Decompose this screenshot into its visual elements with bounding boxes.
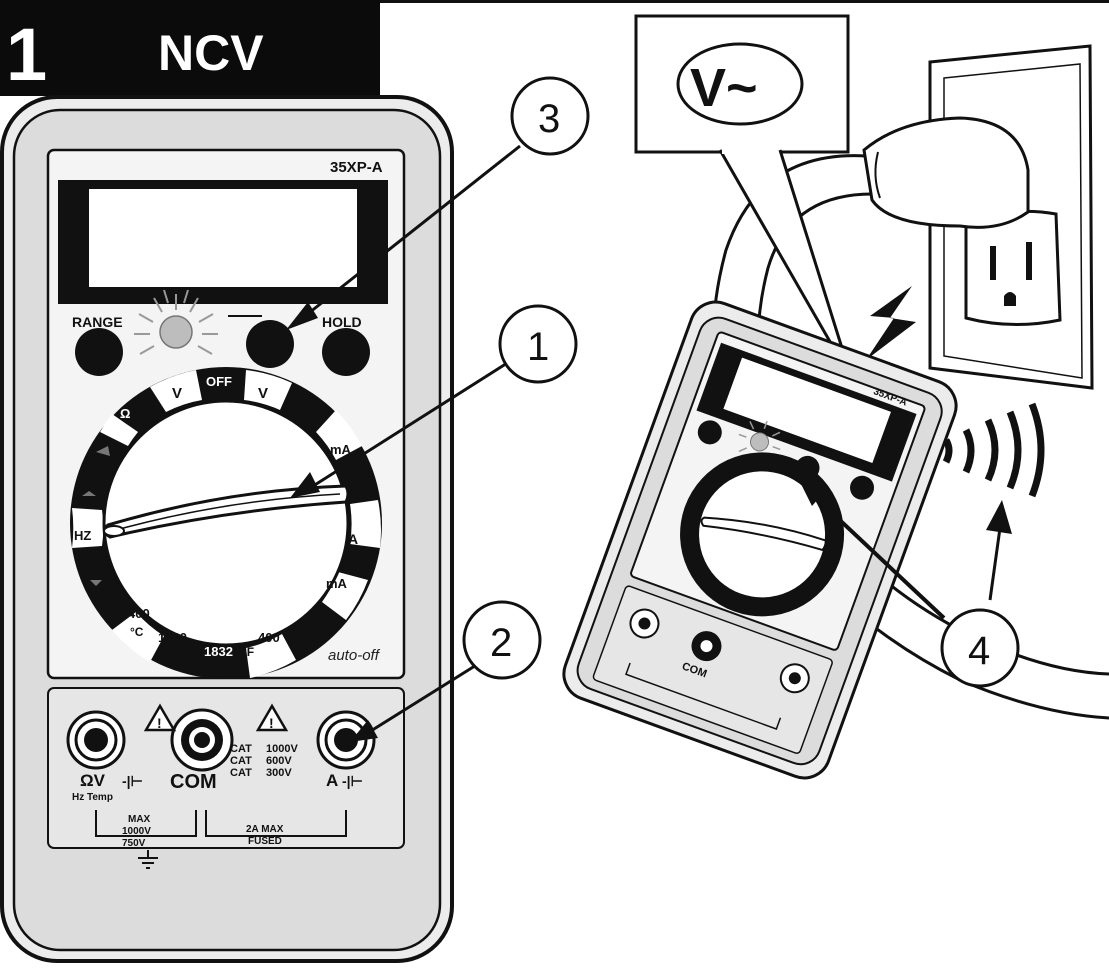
dial-a-dc: A [348, 485, 358, 501]
cat-value-1: 1000V [266, 743, 298, 755]
dial-temp-c-unit: °C [130, 625, 144, 639]
callout-2: 2 [462, 600, 542, 680]
callout-2-label: 2 [490, 621, 512, 665]
small-dial-pointer [700, 516, 827, 552]
callout-1: 1 [498, 304, 578, 384]
jack-voltage-sublabel: Hz Temp [72, 792, 113, 803]
lcd-screen [87, 187, 359, 289]
bracket-right [205, 810, 347, 837]
dial-temp-f-unit: °F [242, 645, 254, 659]
up-arrow-icon [986, 500, 1012, 601]
dial-ma-ac: mA [326, 576, 348, 591]
max-line-1: MAX [128, 814, 151, 825]
callout-arrows [286, 144, 946, 742]
ncv-led [159, 315, 193, 349]
callout-4-label: 4 [968, 629, 990, 673]
hold-label: HOLD [322, 314, 362, 330]
dial-pointer-tip [103, 525, 125, 537]
voltage-ac-icon [676, 42, 804, 126]
max-line-3: 750V [122, 838, 146, 849]
max-line-2: 1000V [122, 826, 151, 837]
dial-off: OFF [206, 374, 232, 389]
jack-amps[interactable] [316, 710, 376, 770]
speech-bubble: V~ [634, 14, 854, 382]
lightning-icon [866, 286, 916, 360]
svg-text:!: ! [157, 715, 162, 731]
dial-temp-c-1000: 1000 [158, 630, 187, 645]
jack-com-label: COM [170, 771, 217, 793]
led-glow-rays [134, 289, 218, 355]
step-number: 1 [6, 13, 47, 96]
top-rule [0, 0, 1109, 3]
multimeter-large: 35XP-A RANGE HOLD [0, 95, 454, 963]
small-hold-button [850, 475, 875, 500]
warning-icon: ! [143, 703, 177, 732]
cat-line-1: CAT [230, 743, 252, 755]
capacitor-icon-amps: -|⊢ [342, 773, 363, 789]
dial-symbol-marks [82, 446, 110, 586]
cat-value-2: 600V [266, 755, 292, 767]
svg-text:!: ! [269, 715, 274, 731]
dial-white-segments [72, 370, 381, 678]
hold-button[interactable] [322, 328, 370, 376]
dial-a-ac-low: A [312, 613, 322, 629]
dial-ma-dc: mA [330, 442, 352, 457]
ncv-button[interactable] [246, 320, 294, 368]
callout-3: 3 [510, 76, 590, 156]
fused-line-2: FUSED [248, 836, 282, 847]
dial-temp-c-400: 400 [128, 606, 150, 621]
header-bar [0, 0, 380, 96]
auto-off-label: auto-off [328, 647, 381, 664]
speech-bubble-text: V~ [690, 58, 758, 118]
dial-temp-f-1832: 1832 [204, 644, 233, 659]
small-lcd-screen [721, 355, 893, 465]
multimeter-small: 35XP-A COM [562, 300, 958, 780]
callout-3-label: 3 [538, 97, 560, 141]
jack-voltage[interactable] [66, 710, 126, 770]
capacitor-icon: -|⊢ [122, 773, 143, 789]
cat-line-3: CAT [230, 767, 252, 779]
jack-voltage-label: ΩV [80, 771, 106, 790]
small-range-button [697, 420, 722, 445]
warning-icon-cat: ! [255, 703, 289, 732]
ncv-signal-waves-icon [942, 402, 1045, 498]
dial-temp-f-400: 400 [258, 630, 280, 645]
callout-4: 4 [940, 608, 1020, 688]
jack-com[interactable] [170, 708, 234, 772]
step-title: NCV [158, 25, 264, 81]
jack-amps-label: A [326, 771, 338, 790]
step-header: 1 NCV [0, 0, 380, 96]
meter-model: 35XP-A [330, 159, 383, 176]
dial-a-dc-top: A [292, 399, 302, 415]
jack-panel [47, 687, 405, 849]
cat-line-2: CAT [230, 755, 252, 767]
dial-a-ac: A [348, 531, 358, 547]
ground-icon [138, 850, 158, 869]
ncv-led-indicator [134, 289, 218, 355]
dial-pointer-groove [115, 493, 341, 531]
callout-1-label: 1 [527, 325, 549, 369]
small-led-indicator [738, 420, 781, 463]
plug-body [862, 116, 1030, 229]
range-label: RANGE [72, 314, 123, 330]
cat-value-3: 300V [266, 767, 292, 779]
dial-hz: HZ [74, 528, 91, 543]
dial-v-ac: V [172, 385, 182, 402]
fused-line-1: 2A MAX [246, 824, 284, 835]
bracket-left [95, 810, 197, 837]
dial-ohm: Ω [120, 406, 130, 421]
dial-knob [102, 399, 350, 647]
dial-v-dc: V [258, 385, 268, 402]
rotary-dial[interactable]: OFF V V A mA A A mA A HZ Ω 400 °C 1000 1… [70, 367, 382, 679]
range-button[interactable] [75, 328, 123, 376]
